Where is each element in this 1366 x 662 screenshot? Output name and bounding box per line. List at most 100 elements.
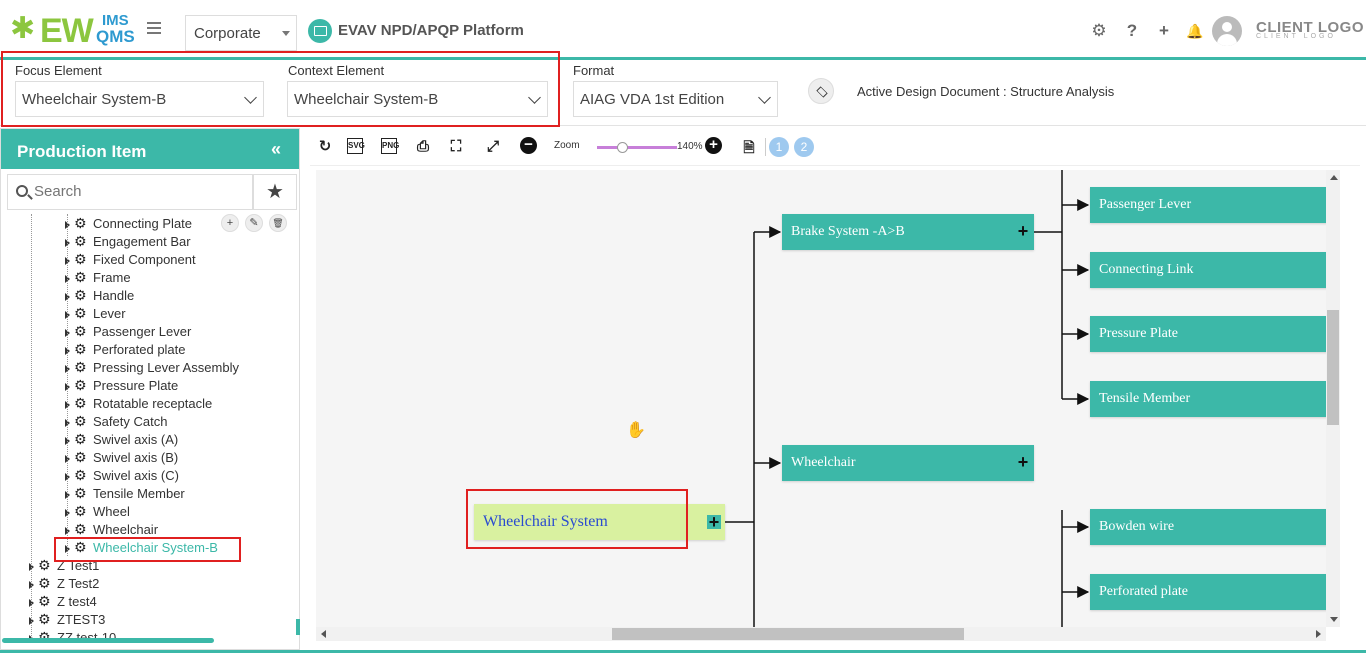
page-1-button[interactable]: 1 bbox=[769, 137, 789, 157]
component-gear-icon: ⚙ bbox=[74, 269, 87, 285]
favorites-star-icon[interactable]: ★ bbox=[253, 174, 297, 210]
tree-item[interactable]: ⚙Tensile Member bbox=[65, 484, 185, 502]
export-svg-icon[interactable]: SVG bbox=[347, 138, 365, 154]
expand-plus-icon[interactable]: + bbox=[1017, 452, 1029, 472]
diagram-node-bowden-wire[interactable]: Bowden wire bbox=[1090, 509, 1326, 545]
tree-item[interactable]: ⚙Swivel axis (B) bbox=[65, 448, 178, 466]
tree-item[interactable]: ⚙Engagement Bar bbox=[65, 232, 191, 250]
component-gear-icon: ⚙ bbox=[38, 557, 51, 573]
diagram-vertical-scrollbar[interactable] bbox=[1326, 170, 1340, 627]
tree-item[interactable]: ⚙Wheel bbox=[65, 502, 130, 520]
diagram-horizontal-scrollbar[interactable] bbox=[316, 627, 1326, 641]
diagram-node-tensile-member[interactable]: Tensile Member bbox=[1090, 381, 1326, 417]
tree-item[interactable]: ⚙Handle bbox=[65, 286, 134, 304]
diagram-node-brake-system[interactable]: Brake System -A>B + bbox=[782, 214, 1034, 250]
tree-item[interactable]: ⚙ Frame bbox=[65, 268, 131, 286]
diagram-node-root[interactable]: Wheelchair System + bbox=[474, 504, 725, 540]
bell-icon[interactable]: 🔔 bbox=[1186, 23, 1204, 39]
diagram-node-perforated-plate[interactable]: Perforated plate bbox=[1090, 574, 1326, 610]
tree-item-label: Swivel axis (C) bbox=[93, 468, 179, 483]
format-label: Format bbox=[573, 63, 615, 78]
tree-item[interactable]: ⚙Passenger Lever bbox=[65, 322, 191, 340]
highlight-box-tree-item bbox=[54, 537, 241, 562]
app-logo[interactable]: ✱ EW IMS QMS bbox=[10, 10, 135, 50]
component-gear-icon: ⚙ bbox=[74, 503, 87, 519]
tree-item[interactable]: ⚙Safety Catch bbox=[65, 412, 167, 430]
diagram-canvas[interactable]: Wheelchair System + Brake System -A>B + … bbox=[316, 170, 1326, 627]
plus-icon[interactable]: + bbox=[1159, 21, 1169, 40]
scroll-up-icon[interactable] bbox=[1330, 175, 1338, 180]
avatar[interactable] bbox=[1212, 16, 1242, 46]
diagram-toolbar: ↻ SVG PNG ⎙ ⛶ ⤢ − Zoom 140% + 🗎 1 2 bbox=[310, 128, 1360, 166]
diagram-node-connecting-link[interactable]: Connecting Link bbox=[1090, 252, 1326, 288]
hamburger-menu-icon[interactable] bbox=[147, 22, 161, 36]
fit-screen-icon[interactable]: ⛶ bbox=[450, 138, 462, 155]
tree-vertical-scrollbar[interactable] bbox=[296, 619, 300, 635]
document-icon[interactable]: 🗎 bbox=[743, 139, 755, 155]
component-gear-icon: ⚙ bbox=[38, 575, 51, 591]
focus-element-select[interactable]: Wheelchair System-B bbox=[15, 81, 264, 117]
scroll-thumb[interactable] bbox=[612, 628, 964, 640]
focus-element-value: Wheelchair System-B bbox=[22, 91, 167, 108]
context-element-select[interactable]: Wheelchair System-B bbox=[287, 81, 548, 117]
edit-node-icon[interactable]: ✎ bbox=[245, 214, 263, 232]
component-gear-icon: ⚙ bbox=[74, 251, 87, 267]
tree-item-label: Lever bbox=[93, 306, 126, 321]
scroll-left-icon[interactable] bbox=[321, 630, 326, 638]
tree-item[interactable]: ⚙Z Test2 bbox=[29, 574, 99, 592]
logo-flower-icon: ✱ bbox=[10, 12, 36, 45]
tree-item[interactable]: ⚙Swivel axis (A) bbox=[65, 430, 178, 448]
delete-node-icon[interactable]: 🗑 bbox=[269, 214, 287, 232]
tree-item[interactable]: ⚙ Swivel axis (C) bbox=[65, 466, 179, 484]
zoom-out-icon[interactable]: − bbox=[520, 137, 537, 154]
diagram-node-pressure-plate[interactable]: Pressure Plate bbox=[1090, 316, 1326, 352]
tree-item-label: Wheelchair bbox=[93, 522, 159, 537]
print-icon[interactable]: ⎙ bbox=[416, 138, 429, 155]
scroll-thumb[interactable] bbox=[1327, 310, 1339, 425]
component-gear-icon: ⚙ bbox=[74, 467, 87, 483]
node-label: Brake System -A>B bbox=[791, 224, 905, 239]
chevron-down-icon bbox=[758, 91, 771, 104]
top-header: ✱ EW IMS QMS Corporate EVAV NPD/APQP Pla… bbox=[0, 0, 1366, 60]
tree-item[interactable]: ⚙Rotatable receptacle bbox=[65, 394, 212, 412]
diagram-node-passenger-lever[interactable]: Passenger Lever bbox=[1090, 187, 1326, 223]
component-gear-icon: ⚙ bbox=[74, 323, 87, 339]
add-node-icon[interactable]: + bbox=[221, 214, 239, 232]
zoom-slider[interactable] bbox=[597, 142, 677, 153]
tree-item[interactable]: ⚙Z test4 bbox=[29, 592, 97, 610]
scroll-right-icon[interactable] bbox=[1316, 630, 1321, 638]
tree-item[interactable]: ⚙Wheelchair bbox=[65, 520, 158, 538]
tree-item-label: Connecting Plate bbox=[93, 216, 193, 231]
tree-item[interactable]: ⚙Pressure Plate bbox=[65, 376, 178, 394]
page-2-button[interactable]: 2 bbox=[794, 137, 814, 157]
format-select[interactable]: AIAG VDA 1st Edition bbox=[573, 81, 778, 117]
zoom-in-icon[interactable]: + bbox=[705, 137, 722, 154]
tree-item[interactable]: ⚙ZTEST3 bbox=[29, 610, 105, 628]
tree-item-label: Frame bbox=[93, 270, 131, 285]
collapse-panel-icon[interactable]: « bbox=[271, 139, 282, 159]
tree-item[interactable]: ⚙Perforated plate bbox=[65, 340, 186, 358]
corporate-select[interactable]: Corporate bbox=[185, 15, 297, 51]
node-label: Wheelchair System bbox=[483, 513, 608, 530]
expand-plus-icon[interactable]: + bbox=[707, 512, 721, 532]
tree-item[interactable]: ⚙Pressing Lever Assembly bbox=[65, 358, 239, 376]
hand-cursor-icon: ✋ bbox=[626, 422, 646, 439]
export-png-icon[interactable]: PNG bbox=[381, 138, 399, 154]
search-input[interactable] bbox=[34, 183, 244, 200]
tree-item-label: Tensile Member bbox=[93, 486, 185, 501]
fullscreen-icon[interactable]: ⤢ bbox=[486, 138, 499, 155]
tree-item[interactable]: ⚙Fixed Component bbox=[65, 250, 196, 268]
expand-plus-icon[interactable]: + bbox=[1017, 221, 1029, 241]
diagram-node-wheelchair[interactable]: Wheelchair + bbox=[782, 445, 1034, 481]
search-icon bbox=[16, 185, 28, 197]
layers-icon[interactable] bbox=[808, 78, 834, 104]
gear-icon[interactable]: ⚙ bbox=[1091, 21, 1107, 40]
refresh-icon[interactable]: ↻ bbox=[318, 138, 332, 155]
tree-item[interactable]: ⚙Connecting Plate bbox=[65, 214, 192, 232]
tree-horizontal-scrollbar[interactable] bbox=[2, 638, 214, 643]
scroll-down-icon[interactable] bbox=[1330, 617, 1338, 622]
diagram-panel: ↻ SVG PNG ⎙ ⛶ ⤢ − Zoom 140% + 🗎 1 2 bbox=[310, 128, 1366, 650]
help-icon[interactable]: ? bbox=[1126, 21, 1138, 40]
tree-item[interactable]: ⚙ Lever bbox=[65, 304, 126, 322]
component-gear-icon: ⚙ bbox=[74, 305, 87, 321]
